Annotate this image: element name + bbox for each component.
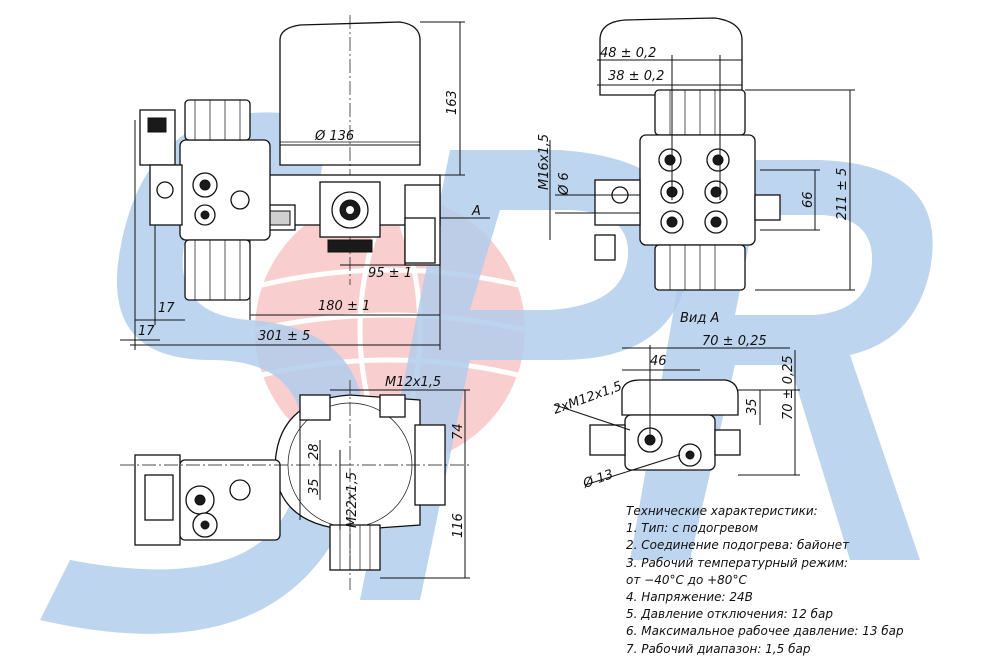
- dim-view-a-70-width: 70 ± 0,25: [702, 334, 767, 349]
- view-a-drawing: [554, 345, 800, 486]
- dim-diameter-136: Ø 136: [314, 129, 354, 144]
- dim-211: 211 ± 5: [835, 168, 850, 220]
- dim-view-a-35: 35: [745, 398, 760, 415]
- dim-17-upper: 17: [158, 301, 175, 316]
- dim-diameter-6: Ø 6: [557, 172, 572, 196]
- dim-48: 48 ± 0,2: [600, 46, 656, 61]
- dim-35-bottom: 35: [307, 478, 322, 495]
- dim-95: 95 ± 1: [368, 266, 412, 281]
- dim-thread-m16: M16x1,5: [537, 134, 552, 190]
- spec-item: 7. Рабочий диапазон: 1,5 бар: [626, 641, 811, 656]
- dim-17-lower: 17: [138, 324, 155, 339]
- spec-item: 6. Максимальное рабочее давление: 13 бар: [626, 624, 904, 639]
- mark-view-a: A: [471, 204, 481, 219]
- specifications-title: Технические характеристики:: [626, 504, 818, 518]
- specifications-block: Технические характеристики: 1. Тип: с по…: [626, 503, 986, 658]
- dim-28: 28: [307, 443, 322, 460]
- spec-item: 1. Тип: с подогревом: [626, 521, 759, 536]
- top-view-drawing: [120, 380, 470, 590]
- dim-view-a-diameter-13: Ø 13: [580, 467, 615, 492]
- spec-item: 2. Соединение подогрева: байонет: [626, 538, 850, 553]
- dim-thread-m12: M12x1,5: [385, 375, 441, 390]
- dim-116: 116: [451, 513, 466, 538]
- spec-item: 3. Рабочий температурный режим:: [626, 555, 849, 570]
- dim-height-163: 163: [445, 90, 460, 115]
- front-view-drawing: [549, 17, 855, 291]
- dim-180: 180 ± 1: [318, 299, 370, 314]
- dim-38: 38 ± 0,2: [608, 69, 664, 84]
- spec-item: от −40°C до +80°C: [626, 572, 747, 587]
- caption-view-a: Вид А: [680, 311, 719, 326]
- dim-74: 74: [451, 423, 466, 440]
- spec-item: 4. Напряжение: 24В: [626, 590, 753, 605]
- side-view-drawing: [120, 15, 490, 350]
- watermark-letter-s: [40, 112, 366, 634]
- dim-view-a-thread: 2xM12x1,5: [551, 379, 624, 418]
- dim-view-a-46: 46: [650, 354, 667, 369]
- dim-view-a-70-height: 70 ± 0,25: [781, 355, 796, 420]
- dim-301: 301 ± 5: [258, 329, 310, 344]
- dim-thread-m22: M22x1,5: [345, 472, 360, 528]
- dim-66: 66: [801, 191, 816, 208]
- spec-item: 5. Давление отключения: 12 бар: [626, 607, 833, 622]
